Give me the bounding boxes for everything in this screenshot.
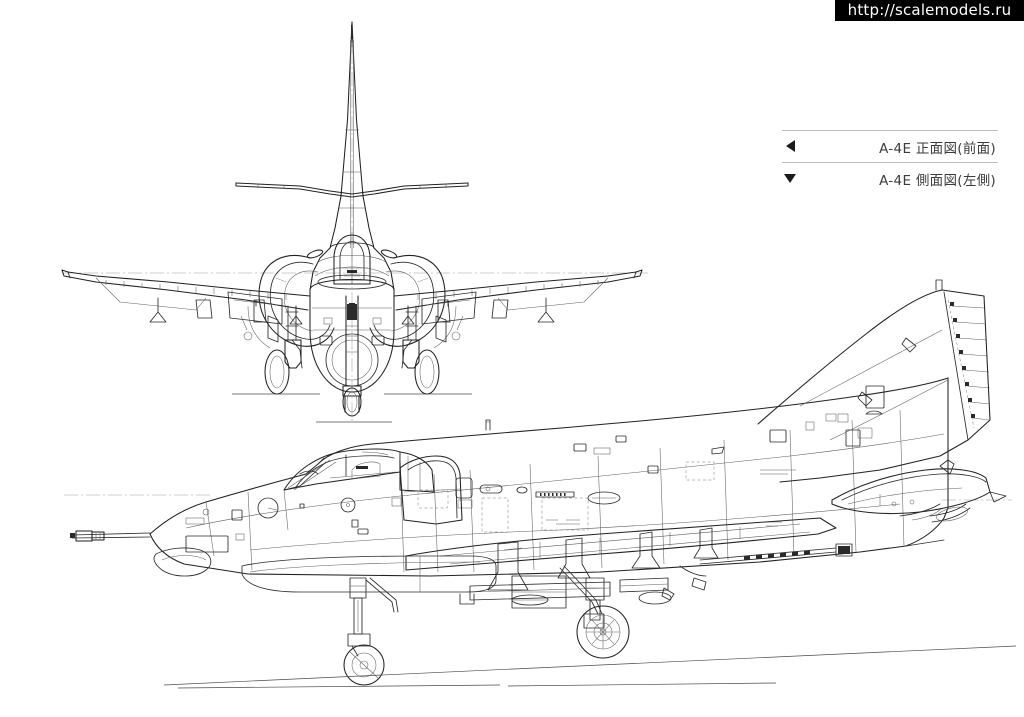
side-speedbrake: [511, 575, 567, 609]
legend: A-4E 正面図(前面) A-4E 側面図(左側): [782, 130, 998, 194]
side-nose-probe: [70, 530, 151, 542]
front-canopy: [333, 232, 371, 285]
side-chin-fairing: [153, 547, 212, 577]
legend-row-side-view[interactable]: A-4E 側面図(左側): [782, 162, 998, 194]
front-main-gear-left: [232, 299, 320, 395]
side-arrestor-hook: [679, 543, 853, 577]
side-nose-gear: [343, 577, 399, 686]
side-fuselage-outline: [149, 377, 949, 577]
front-main-gear-right: [384, 299, 472, 395]
side-canopy: [283, 448, 435, 493]
side-view-group: [64, 279, 1017, 689]
side-vertical-stabiliser: [757, 279, 991, 483]
side-view-ground-line: [163, 645, 1017, 686]
side-underwing-stores: [459, 577, 707, 606]
triangle-left-icon: [786, 140, 795, 152]
legend-label-side-view: A-4E 側面図(左側): [879, 173, 996, 189]
legend-row-front-view[interactable]: A-4E 正面図(前面): [782, 130, 998, 162]
side-view-ground-line-main: [507, 682, 777, 687]
front-view-group: [61, 21, 648, 424]
side-view-ground-line-nose: [177, 684, 501, 689]
watermark-url: http://scalemodels.ru: [835, 0, 1024, 21]
side-main-gear: [559, 565, 630, 659]
front-tailplane: [235, 182, 469, 198]
side-engine-intake: [399, 455, 463, 525]
side-panel-lines: [185, 409, 945, 573]
side-exhaust-nozzle: [929, 503, 971, 523]
side-centreline-tank: [241, 555, 497, 593]
triangle-down-icon: [784, 174, 796, 183]
legend-label-front-view: A-4E 正面図(前面): [879, 141, 996, 157]
side-antennas: [299, 419, 725, 475]
side-horizontal-stabiliser: [831, 459, 1007, 515]
front-nose-gear: [316, 295, 392, 423]
